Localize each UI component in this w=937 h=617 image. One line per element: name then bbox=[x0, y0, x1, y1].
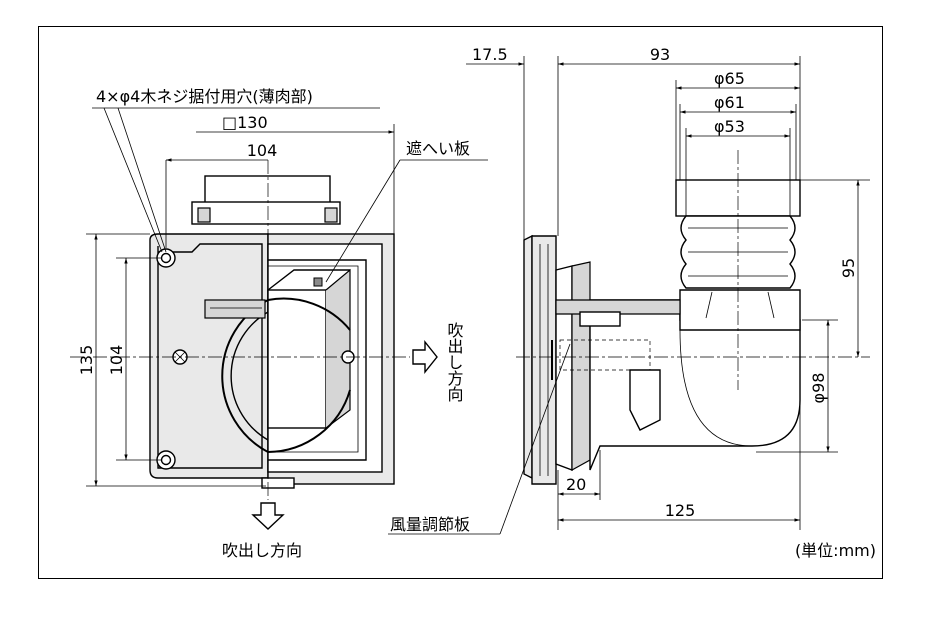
dia-65-label: φ65 bbox=[714, 69, 745, 88]
dia-98-label: φ98 bbox=[809, 373, 828, 404]
outlet-arrow-down-icon bbox=[251, 502, 285, 530]
height-135-label: 135 bbox=[77, 345, 96, 376]
shutter-block bbox=[267, 289, 327, 429]
dia-53-label: φ53 bbox=[714, 117, 745, 136]
width-104-label: 104 bbox=[247, 141, 278, 160]
unit-label: (単位:mm) bbox=[795, 541, 876, 560]
screw-hole-top-left bbox=[156, 248, 176, 268]
dim-17-5-label: 17.5 bbox=[472, 45, 508, 64]
height-104-label: 104 bbox=[107, 345, 126, 376]
side-view bbox=[516, 150, 870, 485]
outlet-direction-side-label: 吹出し方向 bbox=[445, 322, 464, 402]
mounting-plate bbox=[149, 233, 269, 479]
side-dimensions bbox=[388, 56, 870, 535]
drawing-frame bbox=[38, 26, 883, 579]
square-130-label: □130 bbox=[222, 113, 268, 132]
dim-95-label: 95 bbox=[839, 258, 858, 278]
dim-93-label: 93 bbox=[650, 45, 670, 64]
front-view bbox=[70, 160, 438, 530]
screw-hole-label: 4×φ4木ネジ据付用穴(薄肉部) bbox=[96, 87, 313, 106]
dim-125-label: 125 bbox=[665, 501, 696, 520]
motor-bracket bbox=[191, 201, 341, 225]
dim-20-label: 20 bbox=[566, 475, 586, 494]
outlet-direction-down-label: 吹出し方向 bbox=[222, 541, 302, 560]
outlet-arrow-right-icon bbox=[412, 340, 438, 374]
damper-plate bbox=[555, 299, 681, 315]
front-dimensions bbox=[86, 107, 488, 487]
dia-61-label: φ61 bbox=[714, 93, 745, 112]
shutter-label: 遮へい板 bbox=[406, 139, 470, 158]
damper-label: 風量調節板 bbox=[390, 515, 470, 534]
